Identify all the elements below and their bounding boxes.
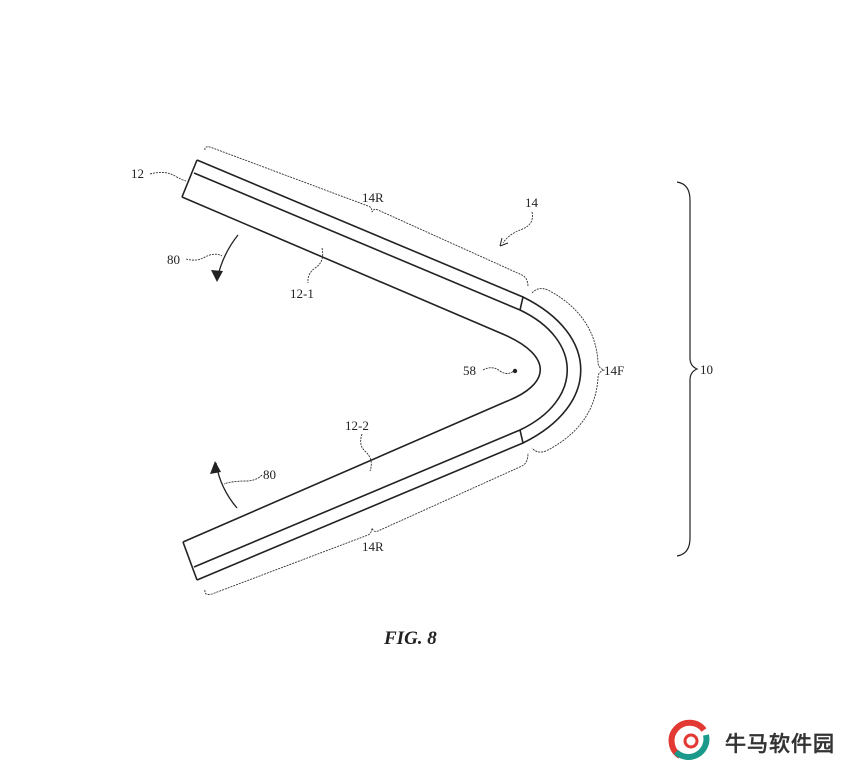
- arrowhead-80-upper: [211, 270, 223, 282]
- label-14r-upper: 14R: [362, 190, 384, 205]
- bracket-14f: [531, 288, 606, 453]
- bracket-14r-upper: [204, 146, 529, 288]
- bracket-14r-lower: [204, 452, 529, 595]
- leader-58: [482, 367, 515, 374]
- watermark-text: 牛马软件园: [725, 732, 835, 756]
- watermark-logo-icon: [668, 719, 710, 760]
- axis-dot: [512, 368, 518, 374]
- label-14: 14: [525, 195, 539, 210]
- label-58: 58: [463, 363, 476, 378]
- upper-segment-divider: [519, 296, 524, 311]
- folded-display-device: [181, 159, 582, 581]
- label-80-lower: 80: [263, 467, 276, 482]
- arrowhead-80-lower: [210, 461, 221, 474]
- leader-80-upper: [185, 253, 223, 261]
- leader-80-lower: [223, 474, 263, 485]
- lower-end-cap: [182, 541, 198, 581]
- label-12: 12: [131, 166, 144, 181]
- middle-layer-line: [193, 172, 568, 568]
- arrowhead-14: [499, 237, 509, 247]
- upper-end-cap: [181, 159, 198, 198]
- leader-12-2: [360, 433, 372, 472]
- lower-segment-divider: [519, 429, 524, 444]
- label-12-1: 12-1: [290, 286, 314, 301]
- label-10: 10: [700, 362, 713, 377]
- leader-12: [149, 171, 187, 182]
- leader-12-1: [307, 247, 324, 284]
- label-14f: 14F: [604, 363, 624, 378]
- leader-14: [502, 211, 533, 244]
- figure-caption: FIG. 8: [383, 628, 437, 649]
- inner-edge: [181, 196, 542, 543]
- brace-10: [676, 181, 699, 557]
- label-80-upper: 80: [167, 252, 180, 267]
- outer-edge: [196, 159, 582, 581]
- label-14r-lower: 14R: [362, 539, 384, 554]
- label-12-2: 12-2: [345, 418, 369, 433]
